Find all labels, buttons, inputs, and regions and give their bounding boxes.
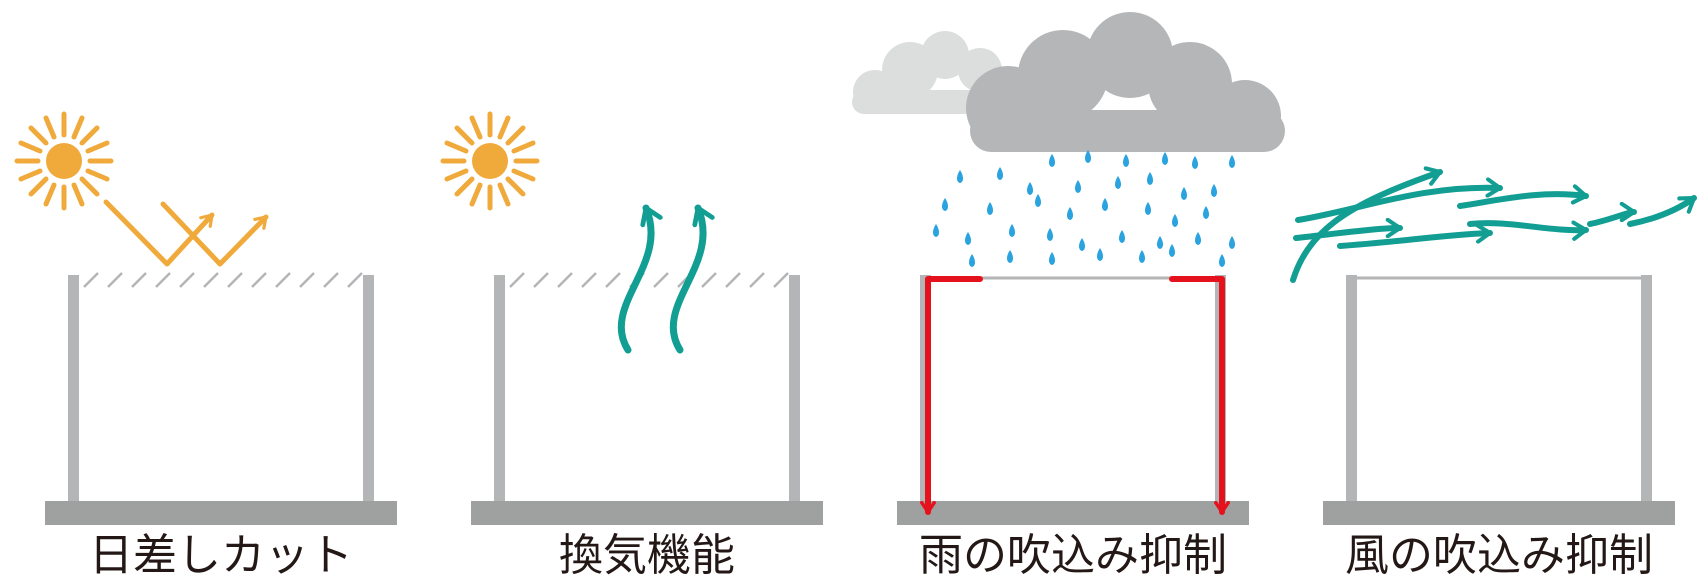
wind-frame bbox=[1323, 275, 1675, 525]
caption-ventilation: 換気機能 bbox=[559, 530, 735, 581]
panel-ventilation bbox=[440, 111, 823, 525]
raindrop-icon bbox=[969, 254, 975, 267]
rain-frame bbox=[897, 275, 1249, 525]
caption-rain: 雨の吹込み抑制 bbox=[919, 530, 1227, 581]
raindrop-icon bbox=[1157, 236, 1163, 249]
raindrop-icon bbox=[1049, 154, 1055, 167]
raindrop-icon bbox=[1219, 254, 1225, 267]
raindrop-icon bbox=[965, 232, 971, 245]
raindrop-icon bbox=[1169, 244, 1175, 257]
raindrop-icon bbox=[1172, 214, 1178, 227]
raindrop-icon bbox=[1049, 252, 1055, 265]
floor bbox=[1323, 501, 1675, 525]
raindrop-icon bbox=[1067, 207, 1073, 220]
sunshade-frame bbox=[45, 272, 397, 525]
raindrop-icon bbox=[933, 224, 939, 237]
caption-wind: 風の吹込み抑制 bbox=[1345, 530, 1653, 581]
floor bbox=[471, 501, 823, 525]
raindrop-icon bbox=[1123, 154, 1129, 167]
raindrop-icon bbox=[1009, 224, 1015, 237]
panel-rain bbox=[852, 12, 1285, 525]
raindrop-icon bbox=[1035, 194, 1041, 207]
raindrop-icon bbox=[1145, 202, 1151, 215]
reflected-sun-ray-arrow bbox=[103, 199, 269, 267]
panel-sunshade bbox=[14, 111, 397, 525]
raindrop-icon bbox=[1102, 198, 1108, 211]
floor bbox=[897, 501, 1249, 525]
raindrop-icon bbox=[1085, 150, 1091, 163]
louver-slats bbox=[509, 272, 789, 288]
raindrop-icon bbox=[1139, 250, 1145, 263]
raindrop-icon bbox=[987, 202, 993, 215]
raindrop-icon bbox=[1097, 248, 1103, 261]
raindrop-icon bbox=[1115, 176, 1121, 189]
warm-air-up-arrow bbox=[617, 204, 715, 354]
panel-wind bbox=[1290, 166, 1697, 525]
raindrop-icon bbox=[997, 167, 1003, 180]
raindrop-icon bbox=[1147, 172, 1153, 185]
raindrop-icon bbox=[1047, 228, 1053, 241]
ventilation-frame bbox=[471, 272, 823, 525]
raindrop-icon bbox=[1119, 230, 1125, 243]
raindrop-icon bbox=[1007, 250, 1013, 263]
raindrop-icon bbox=[1229, 155, 1235, 168]
raindrop-icon bbox=[957, 170, 963, 183]
sun-icon bbox=[14, 111, 114, 211]
raindrop-icon bbox=[1203, 206, 1209, 219]
raindrop-icon bbox=[1079, 238, 1085, 251]
caption-sunshade: 日差しカット bbox=[89, 530, 353, 581]
raindrop-icon bbox=[1211, 184, 1217, 197]
raindrop-icon bbox=[1195, 232, 1201, 245]
raindrop-icon bbox=[1229, 236, 1235, 249]
raindrop-icon bbox=[1181, 187, 1187, 200]
louver-slats bbox=[83, 272, 363, 288]
wind-arrow-icon bbox=[1290, 166, 1697, 283]
floor bbox=[45, 501, 397, 525]
rain-runoff-arrow bbox=[928, 276, 1222, 515]
raindrop-icon bbox=[1192, 156, 1198, 169]
sun-icon bbox=[440, 111, 540, 211]
raindrop-icon bbox=[1075, 180, 1081, 193]
raindrop-icon bbox=[933, 150, 1235, 267]
raindrop-icon bbox=[942, 198, 948, 211]
raindrop-icon bbox=[1162, 152, 1168, 165]
cloud-icon bbox=[966, 12, 1285, 152]
raindrop-icon bbox=[1027, 182, 1033, 195]
